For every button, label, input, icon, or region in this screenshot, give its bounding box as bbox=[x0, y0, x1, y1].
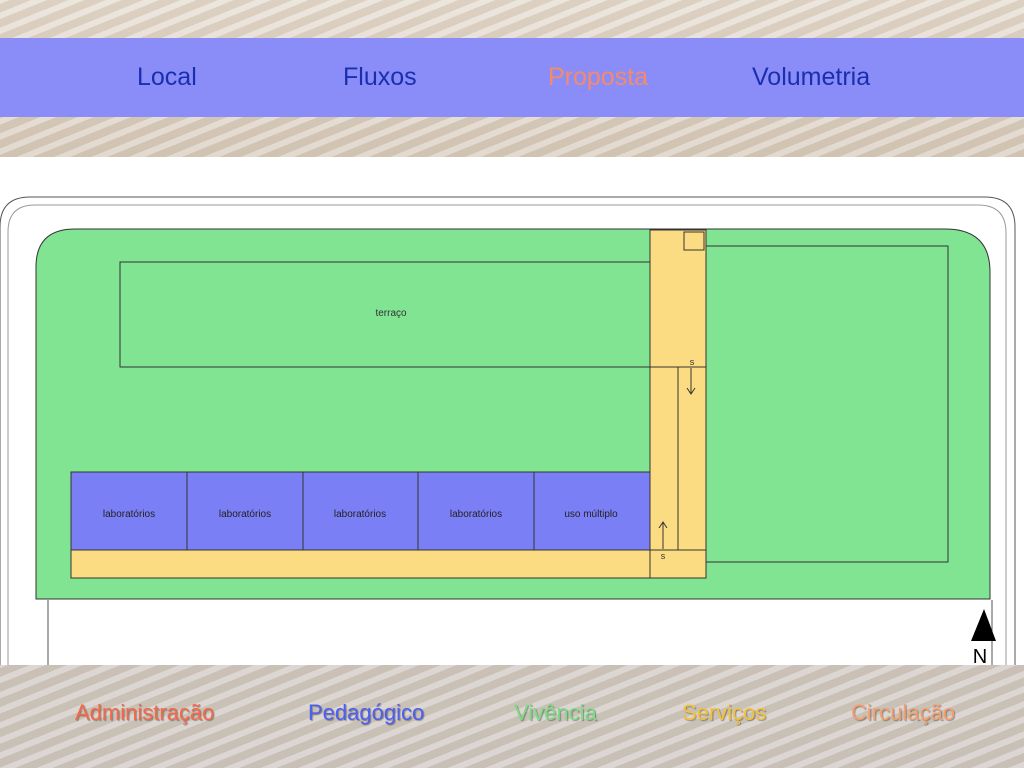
room-multi-use bbox=[533, 471, 651, 551]
site-plan-drawing: terraço s s laboratórios laboratórios la… bbox=[0, 196, 1016, 665]
stair-mark-top: s bbox=[690, 357, 695, 367]
corridor-small-box bbox=[683, 231, 705, 251]
terrace-label: terraço bbox=[375, 308, 407, 319]
room-label: laboratórios bbox=[450, 509, 502, 520]
nav-local[interactable]: Local bbox=[137, 63, 197, 91]
street-outline-outer bbox=[0, 196, 1016, 665]
nav-fluxos[interactable]: Fluxos bbox=[343, 63, 417, 91]
site-plan: terraço s s laboratórios laboratórios la… bbox=[0, 157, 1024, 665]
room-label: uso múltiplo bbox=[564, 509, 618, 520]
legend-pedagogico: Pedagógico bbox=[308, 700, 425, 725]
stair-mark-bottom: s bbox=[661, 551, 666, 561]
north-label: N bbox=[973, 646, 987, 665]
rooms-row: laboratórios laboratórios laboratórios l… bbox=[70, 471, 651, 551]
room-label: laboratórios bbox=[219, 509, 271, 520]
room-label: laboratórios bbox=[103, 509, 155, 520]
legend-circulacao: Circulação bbox=[851, 700, 955, 725]
room-lab-1 bbox=[70, 471, 188, 551]
top-nav-bar bbox=[0, 38, 1024, 117]
stair-arrow-up-icon bbox=[658, 521, 668, 529]
nav-volumetria[interactable]: Volumetria bbox=[752, 63, 871, 91]
horizontal-corridor bbox=[70, 549, 651, 579]
room-lab-4 bbox=[417, 471, 535, 551]
street-outline-inner bbox=[7, 204, 1007, 665]
nav-proposta[interactable]: Proposta bbox=[548, 63, 649, 91]
stair-arrow-down-icon bbox=[686, 387, 696, 395]
room-lab-2 bbox=[186, 471, 304, 551]
legend-servicos: Serviços bbox=[682, 700, 767, 725]
north-arrow-icon bbox=[971, 609, 996, 641]
legend-vivencia: Vivência bbox=[514, 700, 597, 725]
room-label: laboratórios bbox=[334, 509, 386, 520]
legend-administracao: Administração bbox=[75, 700, 215, 725]
